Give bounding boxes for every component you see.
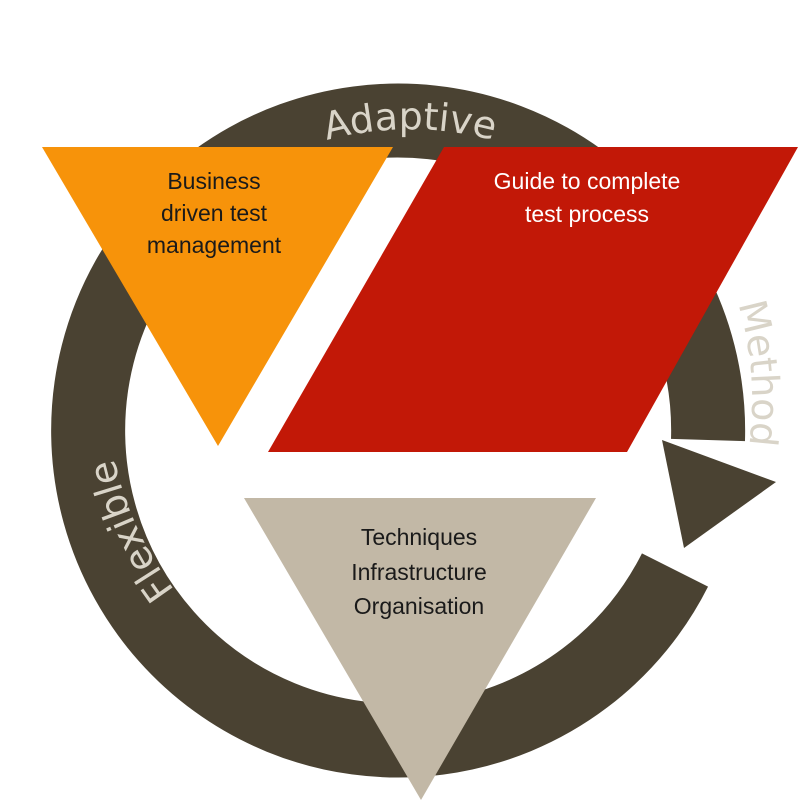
gray-line-2: Infrastructure xyxy=(351,559,487,585)
orange-line-3: management xyxy=(147,232,282,258)
red-parallelogram xyxy=(268,147,798,452)
gray-triangle-label: Techniques Infrastructure Organisation xyxy=(351,524,487,619)
gray-triangle xyxy=(244,498,596,800)
gray-line-1: Techniques xyxy=(361,524,477,550)
red-line-1: Guide to complete xyxy=(494,168,681,194)
gray-line-3: Organisation xyxy=(354,593,484,619)
orange-line-2: driven test xyxy=(161,200,268,226)
red-parallelogram-label: Guide to complete test process xyxy=(494,168,681,227)
orange-triangle xyxy=(42,147,393,446)
orange-line-1: Business xyxy=(167,168,260,194)
orange-triangle-label: Business driven test management xyxy=(147,168,282,258)
red-line-2: test process xyxy=(525,201,649,227)
cycle-arrow-head xyxy=(662,440,776,548)
